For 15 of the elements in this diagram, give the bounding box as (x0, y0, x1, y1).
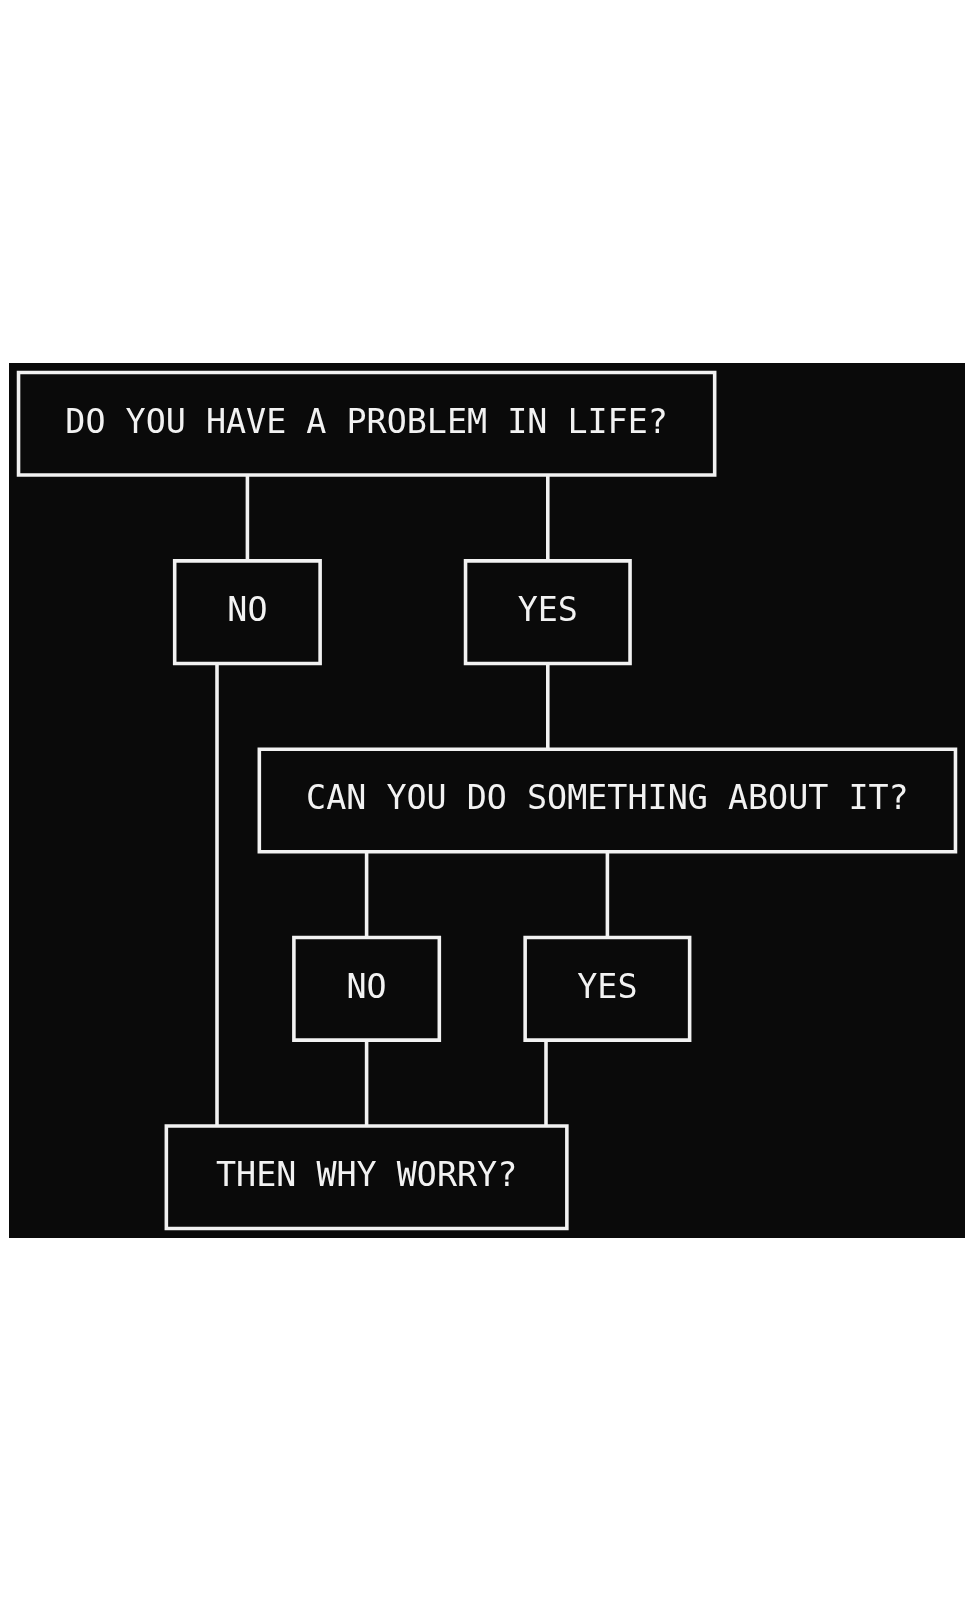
connector (364, 1039, 368, 1126)
node-box: YES (522, 935, 691, 1042)
connector (214, 663, 219, 1125)
node-box: NO (172, 558, 322, 665)
connector (245, 474, 249, 561)
node-box: DO YOU HAVE A PROBLEM IN LIFE? (16, 370, 716, 477)
connector (545, 663, 550, 749)
connector (545, 474, 550, 561)
node-box: CAN YOU DO SOMETHING ABOUT IT? (257, 746, 957, 854)
connector (605, 851, 609, 937)
connector (364, 851, 368, 937)
node-box: NO (291, 935, 441, 1042)
connector (543, 1039, 548, 1126)
node-box: THEN WHY WORRY? (164, 1123, 569, 1230)
node-box: YES (463, 558, 632, 665)
